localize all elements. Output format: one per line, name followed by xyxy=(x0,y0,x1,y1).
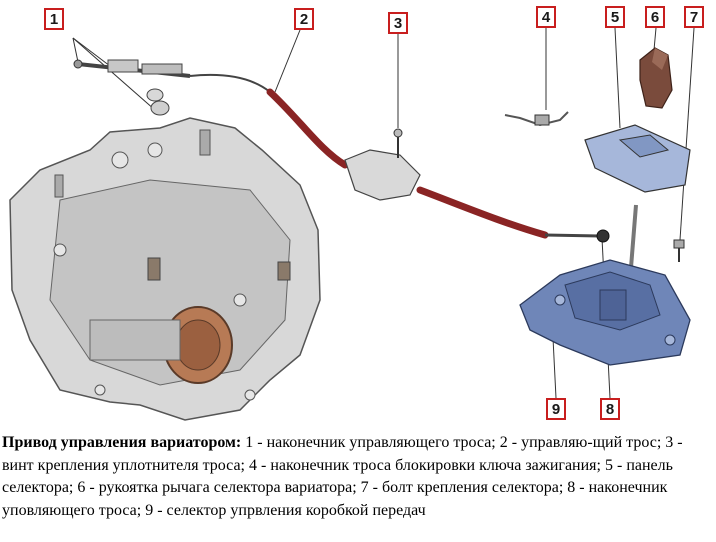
callout-7-label: 7 xyxy=(689,8,699,26)
cable-nut xyxy=(596,229,610,243)
callout-8-label: 8 xyxy=(605,400,615,418)
callout-1-label: 1 xyxy=(49,10,59,28)
callout-6-label: 6 xyxy=(650,8,660,26)
selector-panel xyxy=(584,124,691,193)
callout-9-label: 9 xyxy=(551,400,561,418)
diagram-figure: 1 2 3 4 5 6 7 8 9 xyxy=(9,6,704,421)
caption-text: 1 - наконечник управляющего троса; 2 - у… xyxy=(2,434,683,519)
callout-5: 5 xyxy=(605,6,625,28)
callout-3-label: 3 xyxy=(393,14,403,32)
transmission-housing xyxy=(9,117,321,421)
callout-2: 2 xyxy=(294,8,314,30)
callout-5-label: 5 xyxy=(610,8,620,26)
callout-6: 6 xyxy=(645,6,665,28)
callout-2-label: 2 xyxy=(299,10,309,28)
callout-4-label: 4 xyxy=(541,8,551,26)
callout-7: 7 xyxy=(684,6,704,28)
callout-9: 9 xyxy=(546,398,566,420)
selector-knob xyxy=(639,47,673,109)
selector-bolt xyxy=(673,239,685,262)
caption-title: Привод управления вариатором: xyxy=(2,434,242,451)
callout-3: 3 xyxy=(388,12,408,34)
callout-4: 4 xyxy=(536,6,556,28)
diagram-illustration xyxy=(9,27,695,421)
control-cable xyxy=(189,73,601,239)
figure-caption: Привод управления вариатором: 1 - наконе… xyxy=(2,432,712,522)
cable-seal-bracket xyxy=(344,128,421,201)
callout-8: 8 xyxy=(600,398,620,420)
cable-tip xyxy=(73,59,191,116)
callout-1: 1 xyxy=(44,8,64,30)
ignition-lock-cable-tip xyxy=(504,111,569,127)
gear-selector xyxy=(519,204,691,366)
